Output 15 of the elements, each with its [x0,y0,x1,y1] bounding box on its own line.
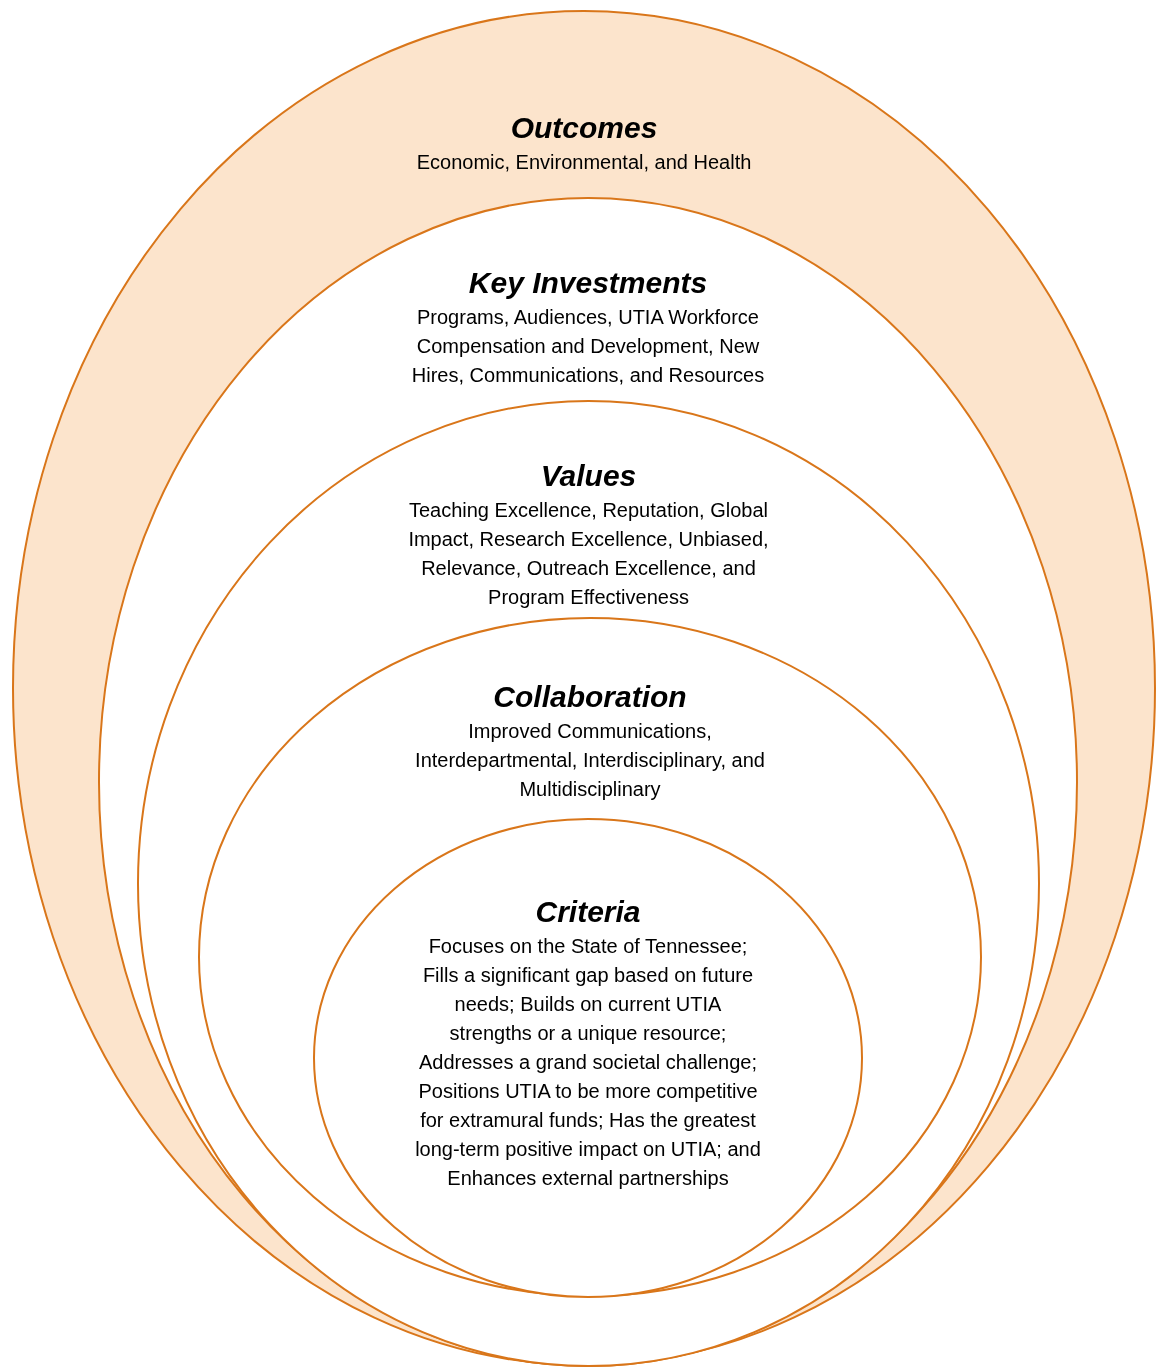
section-text: Improved Communications, Interdepartmental, Interdisciplinary, and Multidisciplinary [414,719,766,802]
section-text: Programs, Audiences, UTIA Workforce Compensation and Development, New Hires, Communications, and Resources [410,305,766,388]
section-heading: Outcomes [510,110,658,146]
ring-region [98,197,1078,1367]
ring-region [137,400,1040,1367]
section-heading: Collaboration [493,679,687,715]
section-heading: Values [540,458,637,494]
ring-region [12,10,1156,1366]
section-text: Teaching Excellence, Reputation, Global Impact, Research Excellence, Unbiased, Relevance, Outreach Excellence, and Program Effectiveness [407,498,770,610]
section-heading: Criteria [535,894,641,930]
ring-region [198,617,982,1297]
section-text: Economic, Environmental, and Health [415,150,753,175]
section-text: Focuses on the State of Tennessee; Fills a significant gap based on future needs; Builds on current UTIA strengths or a unique resource; Addresses a grand societal challenge; Positions UTIA to be more competitive for extramural funds; Has the greatest long-term positive impact on UTIA; and Enhances external partnerships [414,934,762,1191]
section-heading: Key Investments [468,265,708,301]
ring-region [313,818,863,1298]
